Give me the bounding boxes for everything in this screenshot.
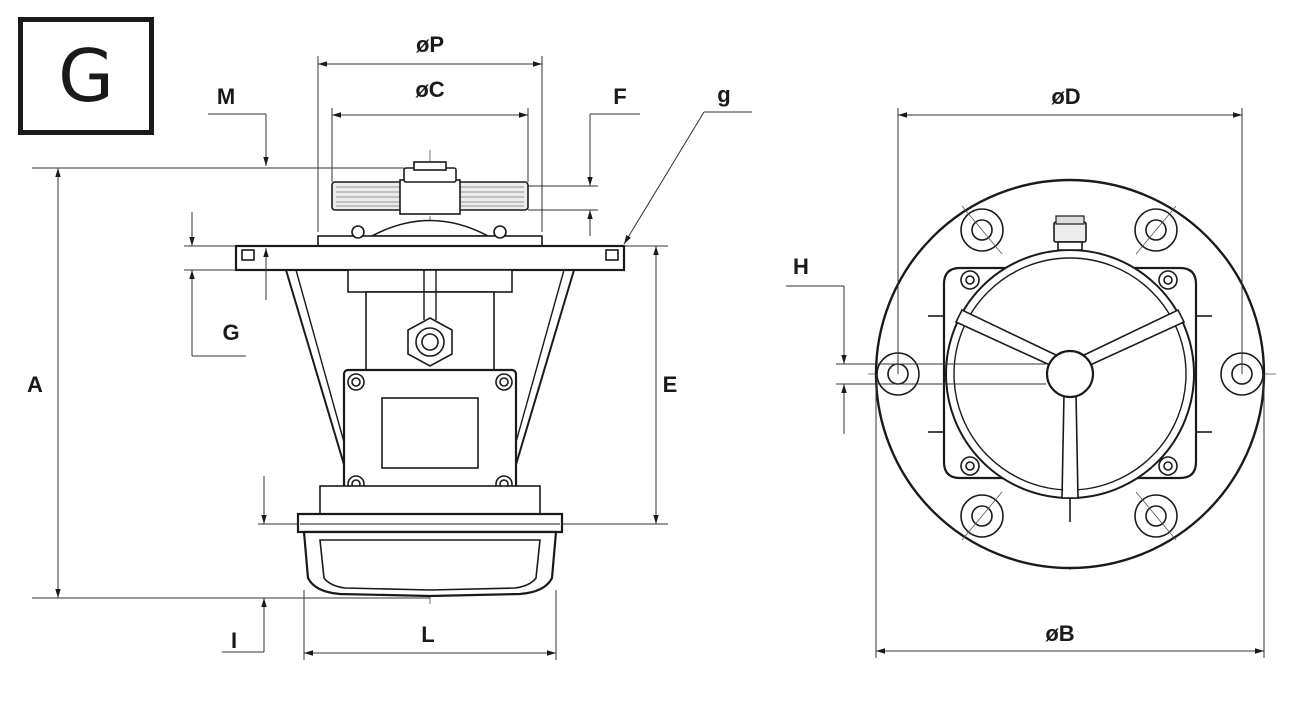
dim-label-I: I <box>231 628 237 653</box>
dim-label-g: g <box>717 82 730 107</box>
dim-label-phiD: øD <box>1051 84 1080 109</box>
dim-label-L: L <box>421 622 434 647</box>
side-view <box>234 150 626 605</box>
side-dimensions: øP øC M F g A G <box>24 32 752 660</box>
dim-label-phiB: øB <box>1045 621 1074 646</box>
dim-label-E: E <box>663 372 678 397</box>
dim-label-M: M <box>217 84 235 109</box>
dim-label-H: H <box>793 254 809 279</box>
dim-label-G: G <box>222 320 239 345</box>
dim-label-F: F <box>613 84 626 109</box>
front-view <box>868 178 1276 570</box>
model-badge: G <box>18 17 154 135</box>
dim-label-A: A <box>27 372 43 397</box>
front-dimensions: øD øB H <box>786 84 1265 658</box>
dim-label-phiC: øC <box>415 77 444 102</box>
dim-label-phiP: øP <box>416 32 444 57</box>
